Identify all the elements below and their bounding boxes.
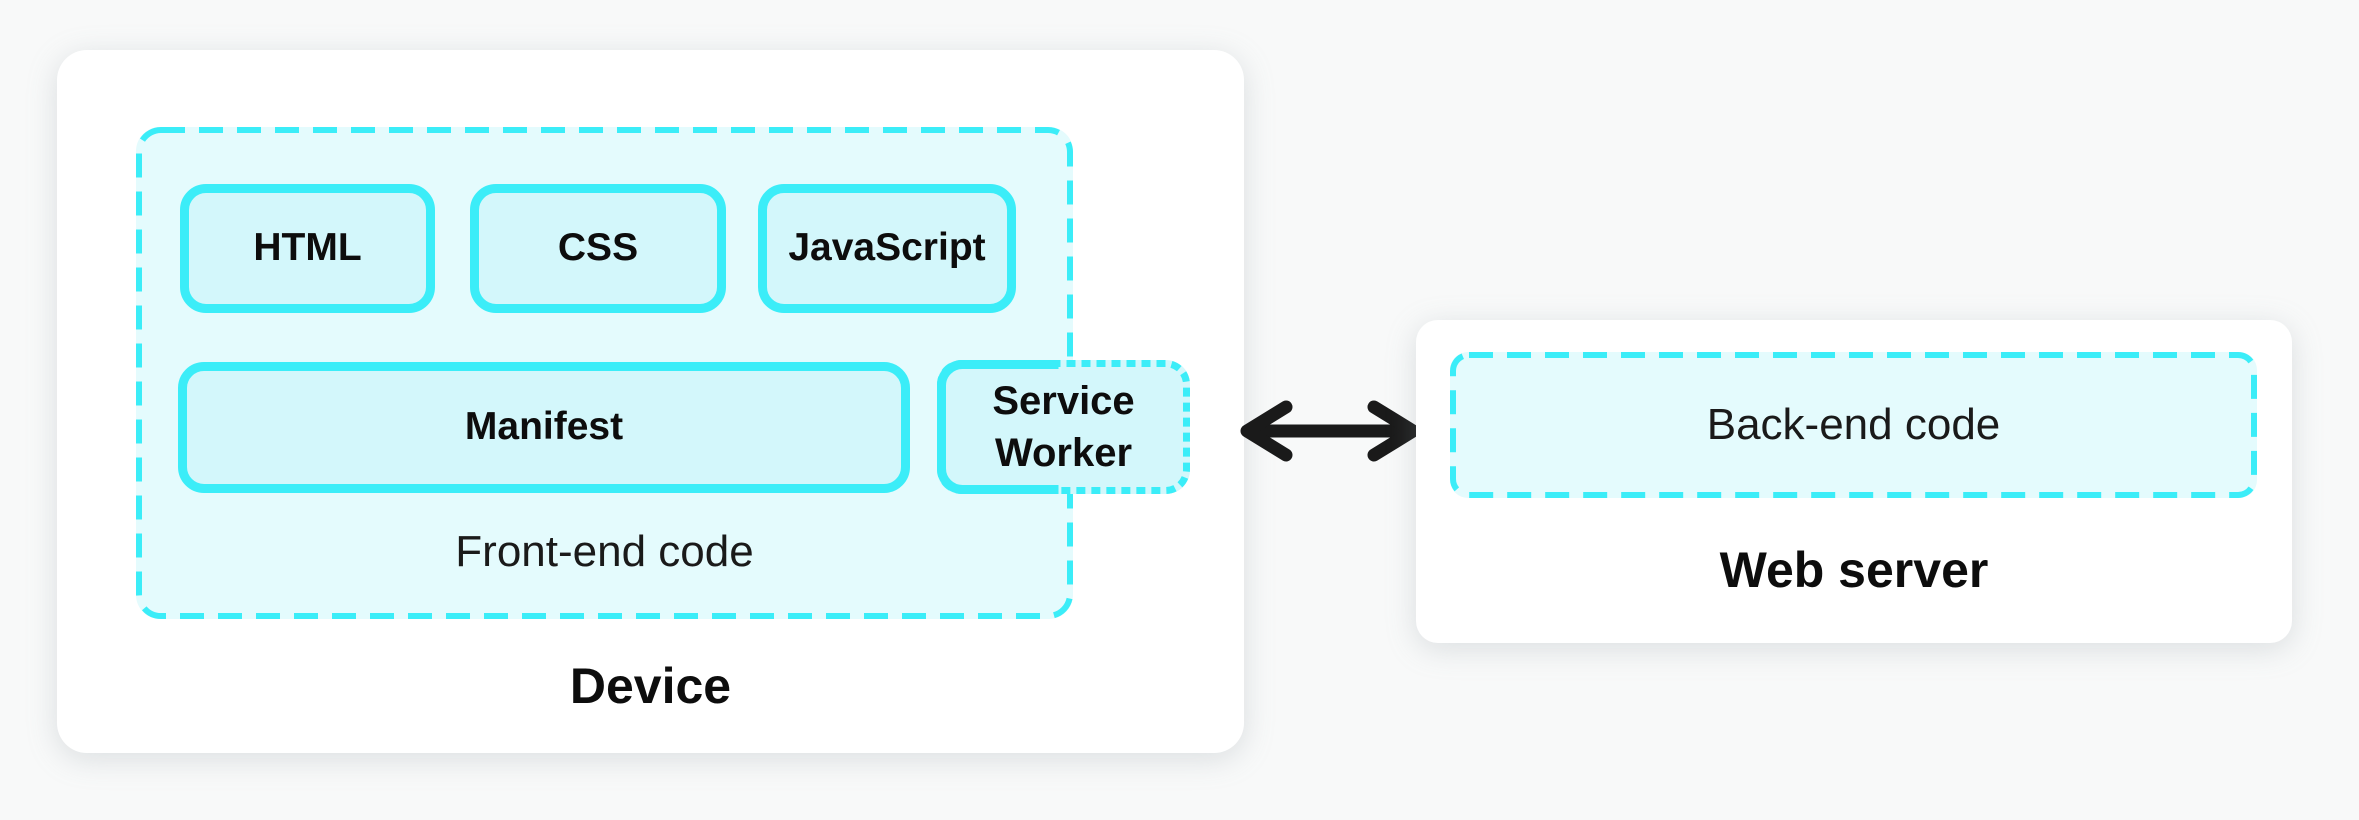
bidirectional-arrow-icon [1240, 400, 1420, 462]
service-worker-box: Service Worker [937, 360, 1190, 494]
backend-group-label: Back-end code [1706, 400, 2001, 449]
backend-code-group: Back-end code [1450, 352, 2257, 498]
frontend-code-group: HTML CSS JavaScript Manifest Service Wor… [136, 127, 1190, 619]
service-worker-box-label: Service Worker [992, 379, 1135, 475]
javascript-box-label: JavaScript [788, 226, 986, 270]
css-box-label: CSS [557, 226, 639, 270]
web-server-card: Back-end code Web server [1416, 320, 2292, 643]
html-box: HTML [180, 184, 435, 313]
frontend-group-label: Front-end code [455, 527, 754, 576]
manifest-box-label: Manifest [464, 405, 624, 449]
javascript-box: JavaScript [758, 184, 1016, 313]
css-box: CSS [470, 184, 726, 313]
device-card: HTML CSS JavaScript Manifest Service Wor… [57, 50, 1244, 753]
html-box-label: HTML [253, 226, 362, 270]
manifest-box: Manifest [178, 362, 910, 493]
web-server-card-title: Web server [1719, 542, 1989, 598]
device-card-title: Device [569, 658, 732, 714]
